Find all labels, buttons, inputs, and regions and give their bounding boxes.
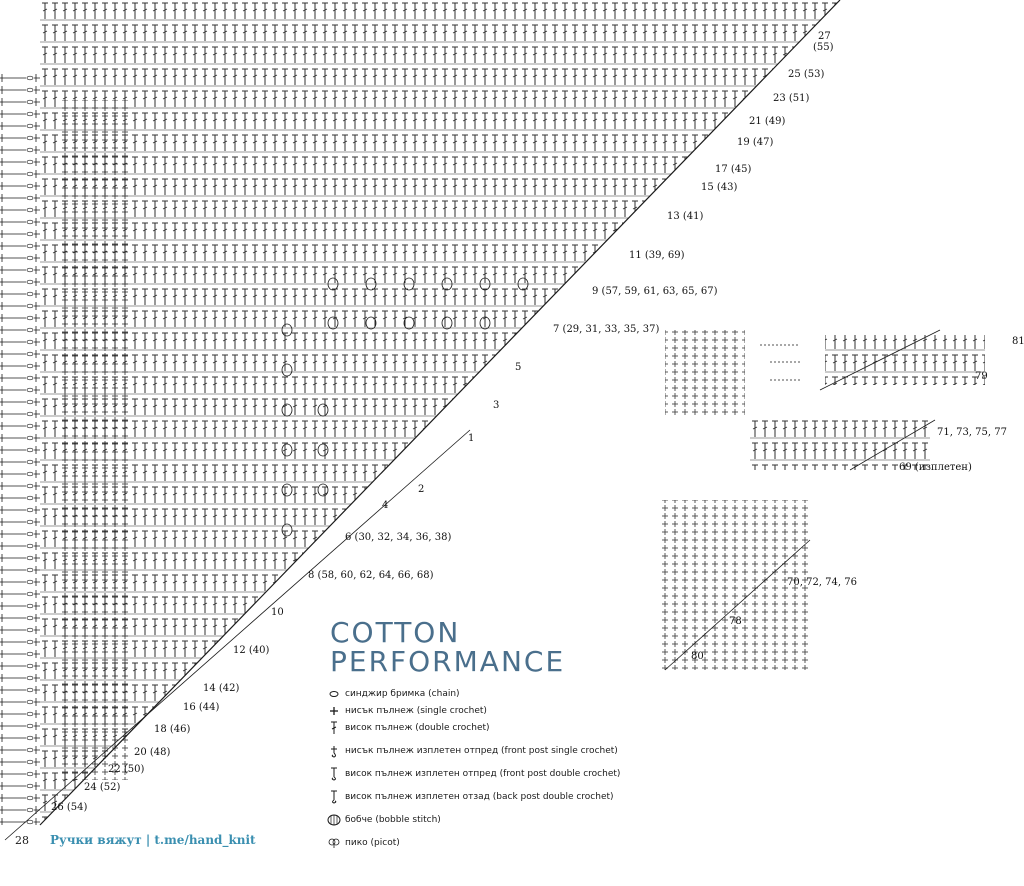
legend-text: висок пълнеж изплетен отзад (back post d… xyxy=(345,791,614,802)
legend-text: нисък пълнеж изплетен отпред (front post… xyxy=(345,745,618,756)
row-label: 17 (45) xyxy=(715,164,752,175)
row-label: 69 (изплетен) xyxy=(899,462,972,473)
legend-text: бобче (bobble stitch) xyxy=(345,814,441,825)
row-label: 1 xyxy=(468,433,474,444)
title-line-2: PERFORMANCE xyxy=(330,645,566,678)
stitch-legend: синджир бримка (chain) нисък пълнеж (sin… xyxy=(327,688,647,860)
row-label: 70, 72, 74, 76 xyxy=(787,577,857,588)
row-label: 18 (46) xyxy=(154,724,191,735)
legend-item: синджир бримка (chain) xyxy=(327,688,647,699)
row-label: 81 xyxy=(1012,336,1024,347)
row-label: 23 (51) xyxy=(773,93,810,104)
row-label: 22 (50) xyxy=(108,764,145,775)
row-label: 80 xyxy=(691,651,704,662)
row-label: 16 (44) xyxy=(183,702,220,713)
row-label: 20 (48) xyxy=(134,747,171,758)
row-label: (55) xyxy=(813,42,834,53)
legend-text: синджир бримка (chain) xyxy=(345,688,460,699)
row-label: 78 xyxy=(729,616,742,627)
footer-brand-link[interactable]: Ручки вяжут | t.me/hand_knit xyxy=(50,833,256,847)
row-label: 26 (54) xyxy=(51,802,88,813)
legend-item: висок пълнеж (double crochet) xyxy=(327,721,647,735)
row-label: 2 xyxy=(418,484,424,495)
edging-labels: 81 79 71, 73, 75, 77 69 (изплетен) 70, 7… xyxy=(691,336,1024,662)
fpsc-icon xyxy=(327,744,341,758)
main-diagonal-inner xyxy=(4,429,471,841)
row-label: 79 xyxy=(975,371,988,382)
row-label: 14 (42) xyxy=(203,683,240,694)
page-number: 28 xyxy=(15,834,29,847)
row-label: 24 (52) xyxy=(84,782,121,793)
single-crochet-icon xyxy=(327,706,341,716)
row-label: 12 (40) xyxy=(233,645,270,656)
legend-item: висок пълнеж изплетен отзад (back post d… xyxy=(327,790,647,804)
row-label: 19 (47) xyxy=(737,137,774,148)
row-label: 10 xyxy=(271,607,284,618)
row-label: 11 (39, 69) xyxy=(629,250,685,261)
legend-item: пико (picot) xyxy=(327,837,647,848)
row-label: 27 xyxy=(818,31,831,42)
main-diagonal xyxy=(39,0,841,826)
legend-item: бобче (bobble stitch) xyxy=(327,814,647,825)
legend-text: висок пълнеж (double crochet) xyxy=(345,722,490,733)
picot-icon xyxy=(327,838,341,848)
bpdc-icon xyxy=(327,790,341,804)
legend-text: пико (picot) xyxy=(345,837,400,848)
legend-item: нисък пълнеж изплетен отпред (front post… xyxy=(327,744,647,758)
title-line-1: COTTON xyxy=(330,616,461,649)
row-label: 25 (53) xyxy=(788,69,825,80)
fpdc-icon xyxy=(327,767,341,781)
row-label: 9 (57, 59, 61, 63, 65, 67) xyxy=(592,286,718,297)
row-labels-right: 27 (55) 25 (53) 23 (51) 21 (49) 19 (47) … xyxy=(468,31,834,444)
row-label: 71, 73, 75, 77 xyxy=(937,427,1007,438)
row-label: 3 xyxy=(493,400,499,411)
bobble-marks xyxy=(281,277,529,537)
row-label: 7 (29, 31, 33, 35, 37) xyxy=(553,324,659,335)
row-label: 5 xyxy=(515,362,521,373)
row-label: 21 (49) xyxy=(749,116,786,127)
page-title: COTTON PERFORMANCE xyxy=(330,618,565,676)
row-label: 6 (30, 32, 34, 36, 38) xyxy=(345,532,451,543)
row-labels-left: 2 4 6 (30, 32, 34, 36, 38) 8 (58, 60, 62… xyxy=(51,484,451,813)
row-label: 13 (41) xyxy=(667,211,704,222)
row-label: 15 (43) xyxy=(701,182,738,193)
legend-text: нисък пълнеж (single crochet) xyxy=(345,705,487,716)
bobble-icon xyxy=(327,814,341,826)
left-edge-columns xyxy=(0,70,40,825)
legend-item: нисък пълнеж (single crochet) xyxy=(327,705,647,716)
legend-item: висок пълнеж изплетен отпред (front post… xyxy=(327,767,647,781)
left-sc-columns xyxy=(60,100,130,780)
row-label: 8 (58, 60, 62, 64, 66, 68) xyxy=(308,570,434,581)
double-crochet-icon xyxy=(327,721,341,735)
row-label: 4 xyxy=(382,500,388,511)
chain-icon xyxy=(327,690,341,698)
edging-chart xyxy=(660,329,985,671)
legend-text: висок пълнеж изплетен отпред (front post… xyxy=(345,768,621,779)
